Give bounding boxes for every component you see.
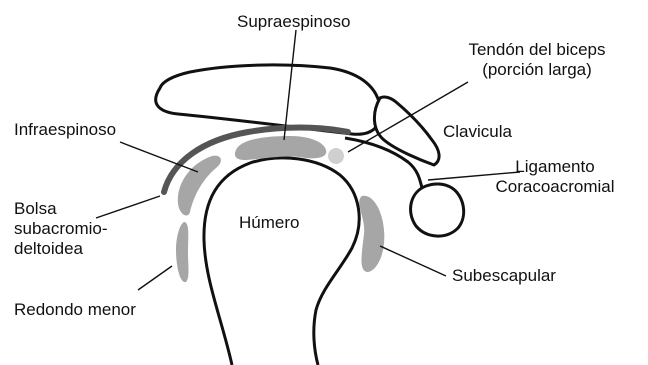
leader-subescapular — [380, 246, 446, 276]
label-redondo-menor: Redondo menor — [14, 300, 136, 320]
label-infraespinoso: Infraespinoso — [14, 120, 116, 140]
biceps-tendon-shape — [328, 148, 344, 164]
label-tendon-line2: (porción larga) — [452, 60, 622, 80]
label-supraespinoso: Supraespinoso — [237, 12, 350, 32]
label-ligamento: Ligamento Coracoacromial — [470, 157, 640, 197]
humerus-shape — [204, 158, 359, 365]
supraspinatus-shape — [235, 136, 326, 160]
label-tendon-biceps: Tendón del biceps (porción larga) — [452, 40, 622, 80]
label-bolsa-line3: deltoidea — [14, 239, 108, 259]
label-subescapular: Subescapular — [452, 266, 556, 286]
label-ligamento-line1: Ligamento — [470, 157, 640, 177]
label-bolsa-line1: Bolsa — [14, 199, 108, 219]
subscapularis-shape — [359, 196, 384, 272]
coracoid-shape — [411, 184, 464, 236]
label-bolsa: Bolsa subacromio- deltoidea — [14, 199, 108, 259]
acromion-shape — [156, 65, 381, 134]
teres-minor-shape — [176, 222, 189, 282]
label-ligamento-line2: Coracoacromial — [470, 177, 640, 197]
label-tendon-line1: Tendón del biceps — [452, 40, 622, 60]
label-bolsa-line2: subacromio- — [14, 219, 108, 239]
label-humero: Húmero — [239, 213, 299, 233]
leader-redondo — [138, 266, 172, 290]
label-clavicula: Clavicula — [443, 122, 512, 142]
